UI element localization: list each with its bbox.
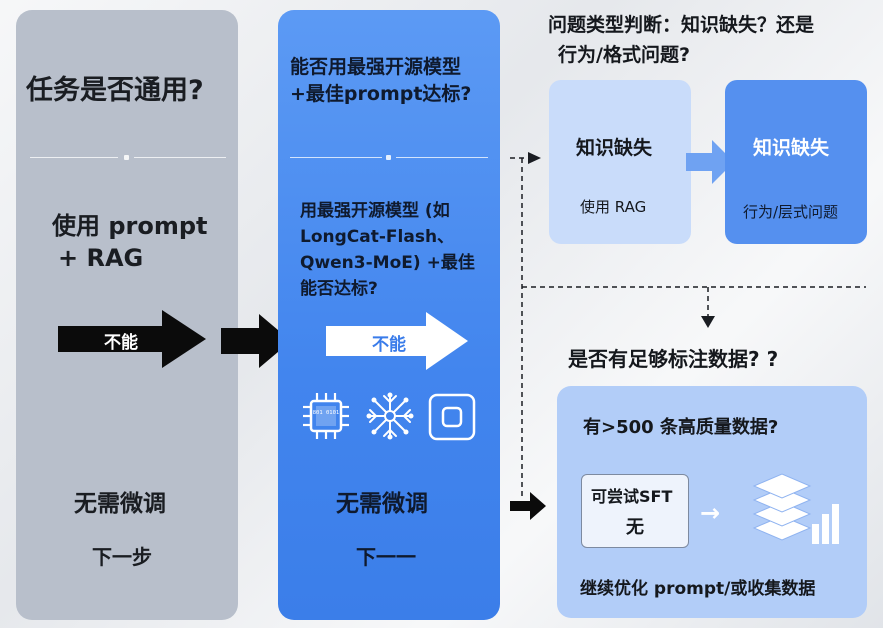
divider-left xyxy=(30,157,118,158)
behavior-format-title: 知识缺失 xyxy=(753,137,830,159)
problem-type-title-line2: 行为/格式问题? xyxy=(558,44,690,66)
cannot-arrow-label: 不能 xyxy=(104,333,138,353)
knowledge-missing-box xyxy=(549,80,691,244)
problem-type-title-line1: 问题类型判断：知识缺失？还是 xyxy=(548,14,815,36)
cannot-arrow-icon xyxy=(326,312,468,370)
labeled-data-question: 是否有足够标注数据? ? xyxy=(568,347,779,371)
divider-left xyxy=(290,157,382,158)
behavior-format-subtitle: 行为/层式问题 xyxy=(743,203,839,221)
sft-option-label: 可尝试SFT xyxy=(591,487,673,506)
best-model-panel xyxy=(278,10,500,620)
data-volume-title: 有>500 条高质量数据? xyxy=(583,417,779,438)
chip-text: 801 0101 xyxy=(313,410,340,416)
no-finetune-label: 无需微调 xyxy=(336,491,428,517)
app-square-icon xyxy=(428,393,476,441)
sft-option-box xyxy=(581,474,689,548)
use-rag-label: 使用 RAG xyxy=(580,198,647,216)
no-finetune-label: 无需微调 xyxy=(74,491,166,517)
divider-right xyxy=(134,157,226,158)
question-line: LongCat-Flash、 xyxy=(300,227,455,247)
knowledge-missing-title: 知识缺失 xyxy=(576,137,653,159)
prompt-option-line1: 使用 prompt xyxy=(52,212,208,240)
neural-network-icon xyxy=(366,392,414,440)
arrow-right-icon: → xyxy=(700,499,721,527)
prompt-option-line2: + RAG xyxy=(58,244,144,272)
behavior-format-box xyxy=(725,80,867,244)
arrow-right-icon xyxy=(221,314,291,368)
cannot-arrow-label: 不能 xyxy=(372,335,406,355)
next-step-label: 下一步 xyxy=(92,545,152,569)
divider-dot xyxy=(386,155,391,160)
cannot-arrow-icon xyxy=(58,310,206,368)
general-task-title: 任务是否通用? xyxy=(26,75,204,106)
divider-dot xyxy=(124,155,129,160)
continue-optimize-label: 继续优化 prompt/或收集数据 xyxy=(580,579,816,599)
chip-icon: 801 0101 xyxy=(303,393,349,439)
best-model-title-line2: +最佳prompt达标? xyxy=(290,83,472,105)
next-step-label: 下一一 xyxy=(356,545,416,569)
best-model-title-line1: 能否用最强开源模型 xyxy=(290,56,462,78)
arrow-right-icon xyxy=(686,140,734,184)
general-task-panel xyxy=(16,10,238,620)
question-line: 能否达标? xyxy=(300,279,378,299)
question-line: 用最强开源模型 (如 xyxy=(300,201,450,221)
stacked-data-icon xyxy=(752,473,839,544)
question-line: Qwen3-MoE) +最佳 xyxy=(300,253,475,273)
sft-none-label: 无 xyxy=(626,517,644,538)
divider-right xyxy=(396,157,488,158)
